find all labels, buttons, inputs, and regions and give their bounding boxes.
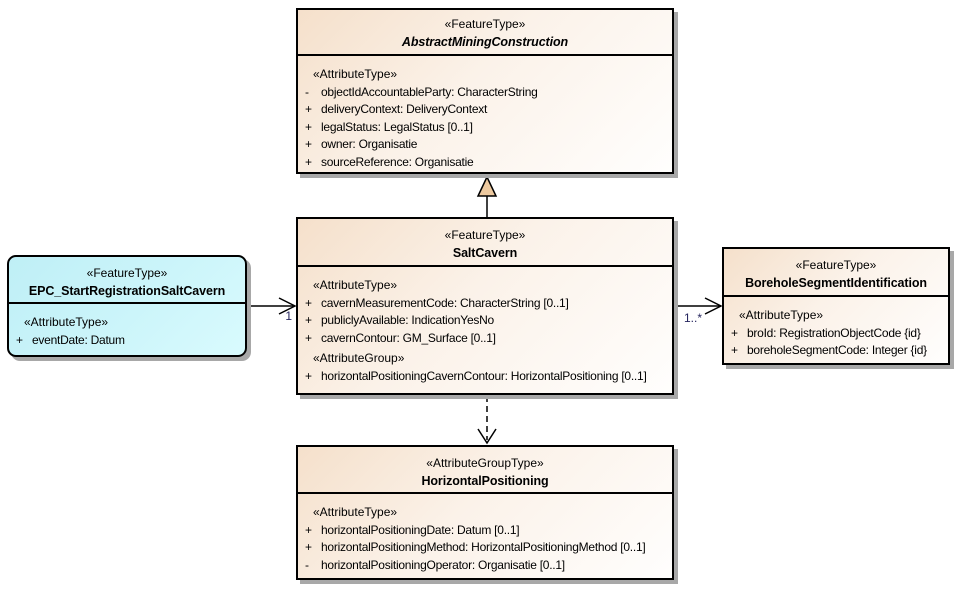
attribute-stereotype: «AttributeType» bbox=[313, 67, 398, 81]
class-box-abstract-mining-construction: «FeatureType» AbstractMiningConstruction… bbox=[296, 8, 674, 174]
visibility-marker: + bbox=[16, 332, 24, 347]
attribute-text: legalStatus: LegalStatus [0..1] bbox=[321, 119, 473, 134]
class-name: SaltCavern bbox=[452, 246, 518, 260]
attribute-text: broId: RegistrationObjectCode {id} bbox=[747, 325, 921, 340]
attribute-row: + horizontalPositioningDate: Datum [0..1… bbox=[298, 522, 672, 540]
attribute-compartment: «AttributeType» + eventDate: Datum bbox=[9, 302, 245, 349]
visibility-marker: + bbox=[305, 119, 313, 134]
visibility-marker: + bbox=[305, 330, 313, 345]
class-name: AbstractMiningConstruction bbox=[401, 35, 569, 49]
attribute-stereotype: «AttributeType» bbox=[739, 308, 824, 322]
class-stereotype: «FeatureType» bbox=[444, 17, 526, 31]
attribute-compartment: «AttributeType» + cavernMeasurementCode:… bbox=[298, 265, 672, 385]
attribute-text: objectIdAccountableParty: CharacterStrin… bbox=[321, 84, 538, 99]
generalization-triangle-icon bbox=[476, 175, 498, 197]
attribute-text: deliveryContext: DeliveryContext bbox=[321, 102, 488, 116]
attribute-row: - horizontalPositioningOperator: Organis… bbox=[298, 557, 672, 575]
visibility-marker: + bbox=[731, 325, 739, 340]
attribute-row: + boreholeSegmentCode: Integer {id} bbox=[724, 342, 948, 360]
visibility-marker: + bbox=[305, 368, 313, 383]
visibility-marker: + bbox=[305, 154, 313, 169]
association-connector-left bbox=[247, 297, 297, 315]
attribute-text: horizontalPositioningMethod: HorizontalP… bbox=[321, 540, 646, 554]
attribute-row: + cavernContour: GM_Surface [0..1] bbox=[298, 330, 672, 348]
visibility-marker: + bbox=[305, 313, 313, 327]
association-connector-right bbox=[675, 297, 723, 315]
attribute-row: + deliveryContext: DeliveryContext bbox=[298, 101, 672, 119]
class-stereotype: «AttributeGroupType» bbox=[426, 456, 544, 470]
attribute-row: + sourceReference: Organisatie bbox=[298, 154, 672, 172]
attribute-stereotype: «AttributeType» bbox=[313, 505, 398, 519]
attribute-row: + publiclyAvailable: IndicationYesNo bbox=[298, 312, 672, 330]
visibility-marker: + bbox=[305, 295, 313, 310]
class-header: «FeatureType» AbstractMiningConstruction bbox=[298, 10, 672, 54]
attribute-stereotype: «AttributeType» bbox=[24, 315, 109, 329]
attribute-text: sourceReference: Organisatie bbox=[321, 154, 474, 169]
class-name: HorizontalPositioning bbox=[421, 474, 549, 488]
attribute-compartment: «AttributeType» + broId: RegistrationObj… bbox=[724, 295, 948, 360]
attribute-row: + horizontalPositioningMethod: Horizonta… bbox=[298, 539, 672, 557]
visibility-marker: - bbox=[305, 84, 309, 99]
attribute-text: cavernMeasurementCode: CharacterString [… bbox=[321, 295, 569, 310]
open-arrowhead-icon bbox=[477, 428, 497, 445]
generalization-connector bbox=[476, 175, 498, 218]
attribute-row: + horizontalPositioningCavernContour: Ho… bbox=[298, 368, 672, 386]
class-stereotype: «FeatureType» bbox=[795, 258, 877, 272]
dependency-connector bbox=[477, 396, 497, 445]
attribute-stereotype: «AttributeType» bbox=[313, 278, 398, 292]
class-box-epc-start-registration-salt-cavern: «FeatureType» EPC_StartRegistrationSaltC… bbox=[7, 255, 247, 357]
attribute-compartment: «AttributeType» + horizontalPositioningD… bbox=[298, 492, 672, 574]
class-box-horizontal-positioning: «AttributeGroupType» HorizontalPositioni… bbox=[296, 445, 674, 580]
class-stereotype: «FeatureType» bbox=[86, 266, 168, 280]
visibility-marker: + bbox=[305, 102, 313, 116]
multiplicity-label-left: 1 bbox=[285, 309, 292, 323]
class-name: BoreholeSegmentIdentification bbox=[745, 276, 927, 290]
multiplicity-label-right: 1..* bbox=[684, 311, 703, 325]
class-header: «FeatureType» SaltCavern bbox=[298, 219, 672, 265]
attribute-row: + eventDate: Datum bbox=[9, 332, 245, 350]
class-box-borehole-segment-identification: «FeatureType» BoreholeSegmentIdentificat… bbox=[722, 247, 950, 365]
attribute-text: boreholeSegmentCode: Integer {id} bbox=[747, 343, 927, 357]
open-arrowhead-icon bbox=[704, 297, 723, 315]
attribute-text: eventDate: Datum bbox=[32, 332, 125, 347]
visibility-marker: + bbox=[305, 540, 313, 554]
visibility-marker: - bbox=[305, 557, 309, 572]
attribute-row: + owner: Organisatie bbox=[298, 136, 672, 154]
class-box-salt-cavern: «FeatureType» SaltCavern «AttributeType»… bbox=[296, 217, 674, 395]
visibility-marker: + bbox=[731, 343, 739, 357]
attribute-text: owner: Organisatie bbox=[321, 137, 418, 151]
attribute-text: horizontalPositioningCavernContour: Hori… bbox=[321, 368, 647, 383]
attribute-text: publiclyAvailable: IndicationYesNo bbox=[321, 313, 494, 327]
class-name: EPC_StartRegistrationSaltCavern bbox=[28, 284, 226, 298]
class-header: «FeatureType» EPC_StartRegistrationSaltC… bbox=[9, 257, 245, 302]
class-header: «FeatureType» BoreholeSegmentIdentificat… bbox=[724, 249, 948, 295]
attribute-compartment: «AttributeType» - objectIdAccountablePar… bbox=[298, 54, 672, 171]
attribute-row: + cavernMeasurementCode: CharacterString… bbox=[298, 295, 672, 313]
attribute-row: + legalStatus: LegalStatus [0..1] bbox=[298, 119, 672, 137]
visibility-marker: + bbox=[305, 522, 313, 537]
attribute-group-stereotype: «AttributeGroup» bbox=[313, 351, 405, 365]
class-header: «AttributeGroupType» HorizontalPositioni… bbox=[298, 447, 672, 492]
attribute-text: horizontalPositioningDate: Datum [0..1] bbox=[321, 522, 520, 537]
class-stereotype: «FeatureType» bbox=[444, 228, 526, 242]
open-arrowhead-icon bbox=[278, 297, 297, 315]
visibility-marker: + bbox=[305, 137, 313, 151]
attribute-row: - objectIdAccountableParty: CharacterStr… bbox=[298, 84, 672, 102]
attribute-text: horizontalPositioningOperator: Organisat… bbox=[321, 557, 565, 572]
attribute-row: + broId: RegistrationObjectCode {id} bbox=[724, 325, 948, 343]
attribute-text: cavernContour: GM_Surface [0..1] bbox=[321, 330, 496, 345]
